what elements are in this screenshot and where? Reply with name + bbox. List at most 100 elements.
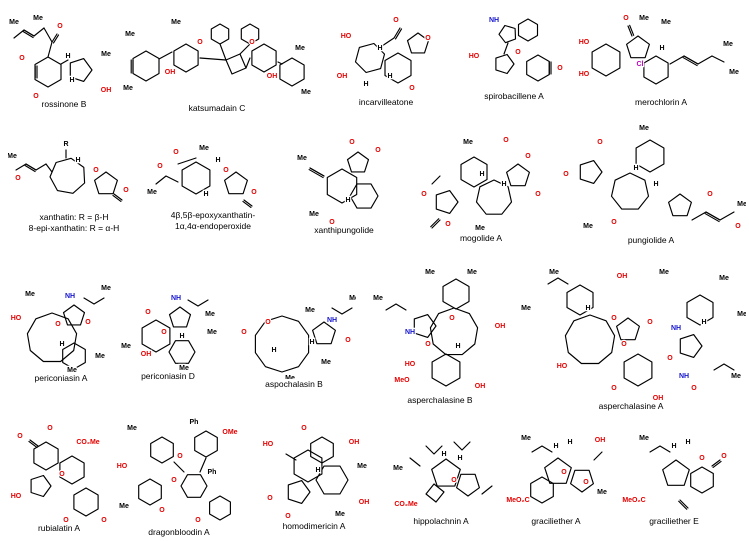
atom-label: O (621, 341, 627, 348)
atom-label: O (59, 471, 65, 478)
atom-label: H (65, 53, 70, 60)
atom-label: Me (731, 373, 741, 380)
atom-label: H (215, 157, 220, 164)
compound-name: spirobacillene A (484, 91, 544, 101)
atom-label: O (17, 433, 23, 440)
atom-label: O (177, 453, 183, 460)
atom-label: Me (661, 19, 671, 26)
atom-label: Me (125, 31, 135, 38)
atom-label: Me (737, 311, 746, 318)
atom-label: Me (463, 139, 473, 146)
atom-label: O (393, 17, 399, 24)
atom-label: O (161, 329, 167, 336)
atom-label: O (55, 321, 61, 328)
atom-label: O (597, 139, 603, 146)
atom-label: O (301, 425, 307, 432)
atom-label: O (375, 147, 381, 154)
atom-label: HO (579, 39, 590, 46)
atom-label: OH (653, 395, 664, 401)
atom-label: O (267, 495, 273, 502)
compound-name: asperchalasine A (598, 401, 664, 411)
atom-label: NH (65, 293, 75, 300)
atom-label: O (557, 65, 563, 72)
atom-label: Me (349, 295, 356, 302)
atom-label: Me (475, 225, 485, 232)
atom-label: O (611, 385, 617, 392)
atom-label: O (47, 425, 53, 432)
atom-label: H (633, 165, 638, 172)
atom-label: Me (8, 153, 17, 160)
atom-label: MeO (394, 377, 410, 384)
atom-label: O (159, 507, 165, 514)
atom-label: Me (147, 189, 157, 196)
atom-label: Me (95, 353, 105, 360)
atom-label: O (707, 191, 713, 198)
atom-label: H (653, 181, 658, 188)
atom-label: R (63, 141, 68, 148)
atom-label: Cl (637, 61, 644, 68)
atom-label: Me (425, 269, 435, 276)
atom-label: Me (25, 291, 35, 298)
atom-label: O (425, 35, 431, 42)
atom-label: HO (469, 53, 480, 60)
atom-label: CO₂Me (394, 501, 417, 508)
atom-label: NH (171, 295, 181, 302)
atom-label: Me (583, 223, 593, 230)
atom-label: Me (297, 155, 307, 162)
atom-label: Me (295, 45, 305, 52)
atom-label: Me (521, 435, 531, 442)
atom-label: OH (349, 439, 360, 446)
atom-label: O (449, 315, 455, 322)
atom-label: H (671, 443, 676, 450)
atom-label: Me (373, 295, 383, 302)
atom-label: NH (679, 373, 689, 380)
atom-label: O (409, 85, 415, 92)
compound-name: rossinone B (41, 99, 87, 109)
atom-label: H (455, 343, 460, 350)
atom-label: Me (101, 285, 111, 292)
compound-name: xanthatin: R = β-H (39, 212, 109, 222)
atom-label: Me (549, 269, 559, 276)
atom-label: OH (595, 437, 606, 444)
atom-label: OMe (222, 429, 237, 436)
atom-label: O (57, 23, 63, 30)
atom-label: O (699, 455, 705, 462)
atom-label: Me (119, 503, 129, 510)
atom-label: Me (521, 305, 531, 312)
atom-label: Me (719, 275, 729, 282)
atom-label: Me (121, 343, 131, 350)
compound-name-line2: 1α,4α-endoperoxide (175, 221, 251, 231)
compound-name: graciliether A (531, 516, 581, 526)
atom-label: OH (141, 351, 152, 358)
atom-label: Me (723, 41, 733, 48)
atom-label: O (563, 171, 569, 178)
atom-label: O (33, 93, 39, 99)
atom-label: NH (671, 325, 681, 332)
atom-label: H (203, 191, 208, 198)
compound-name: xanthipungolide (314, 225, 374, 235)
atom-label: O (249, 39, 255, 46)
atom-label: O (667, 355, 673, 362)
atom-label: Me (207, 329, 217, 336)
atom-label: H (363, 81, 368, 88)
compound-name: katsumadain C (188, 103, 246, 113)
atom-label: HO (405, 361, 416, 368)
atom-label: Me (597, 489, 607, 496)
atom-label: O (145, 309, 151, 316)
atom-label: O (329, 219, 335, 225)
atom-label: MeO₂C (506, 497, 529, 504)
atom-label: OH (359, 499, 370, 506)
